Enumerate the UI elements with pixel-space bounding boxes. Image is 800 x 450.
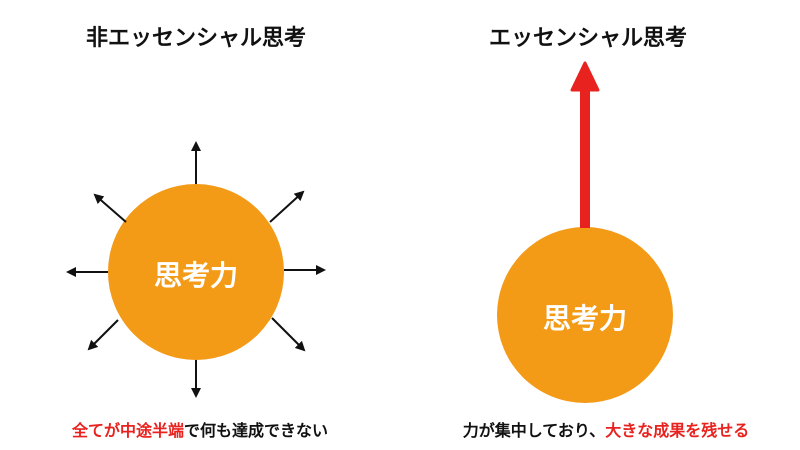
right-thinking-circle bbox=[497, 227, 673, 403]
left-circle-label: 思考力 bbox=[153, 259, 238, 292]
focused-arrow-head bbox=[570, 61, 600, 92]
focused-arrow-shaft bbox=[580, 86, 590, 228]
left-caption: 全てが中途半端で何も達成できない bbox=[10, 417, 390, 441]
left-title: 非エッセンシャル思考 bbox=[85, 26, 306, 51]
left-thinking-circle bbox=[108, 184, 284, 360]
right-caption: 力が集中しており、大きな成果を残せる bbox=[416, 417, 796, 441]
arrow-down-left bbox=[87, 319, 119, 351]
arrow-up-left bbox=[93, 193, 127, 223]
right-caption-highlight: 大きな成果を残せる bbox=[605, 421, 750, 440]
right-title: エッセンシャル思考 bbox=[488, 26, 687, 51]
scattered-arrows bbox=[66, 141, 326, 398]
arrow-up-right bbox=[269, 190, 305, 223]
left-caption-highlight: 全てが中途半端 bbox=[71, 421, 184, 440]
left-caption-rest: で何も達成できない bbox=[184, 421, 329, 440]
right-caption-plain: 力が集中しており、 bbox=[462, 421, 606, 440]
right-circle-label: 思考力 bbox=[542, 302, 627, 335]
arrow-down-right bbox=[271, 317, 306, 352]
